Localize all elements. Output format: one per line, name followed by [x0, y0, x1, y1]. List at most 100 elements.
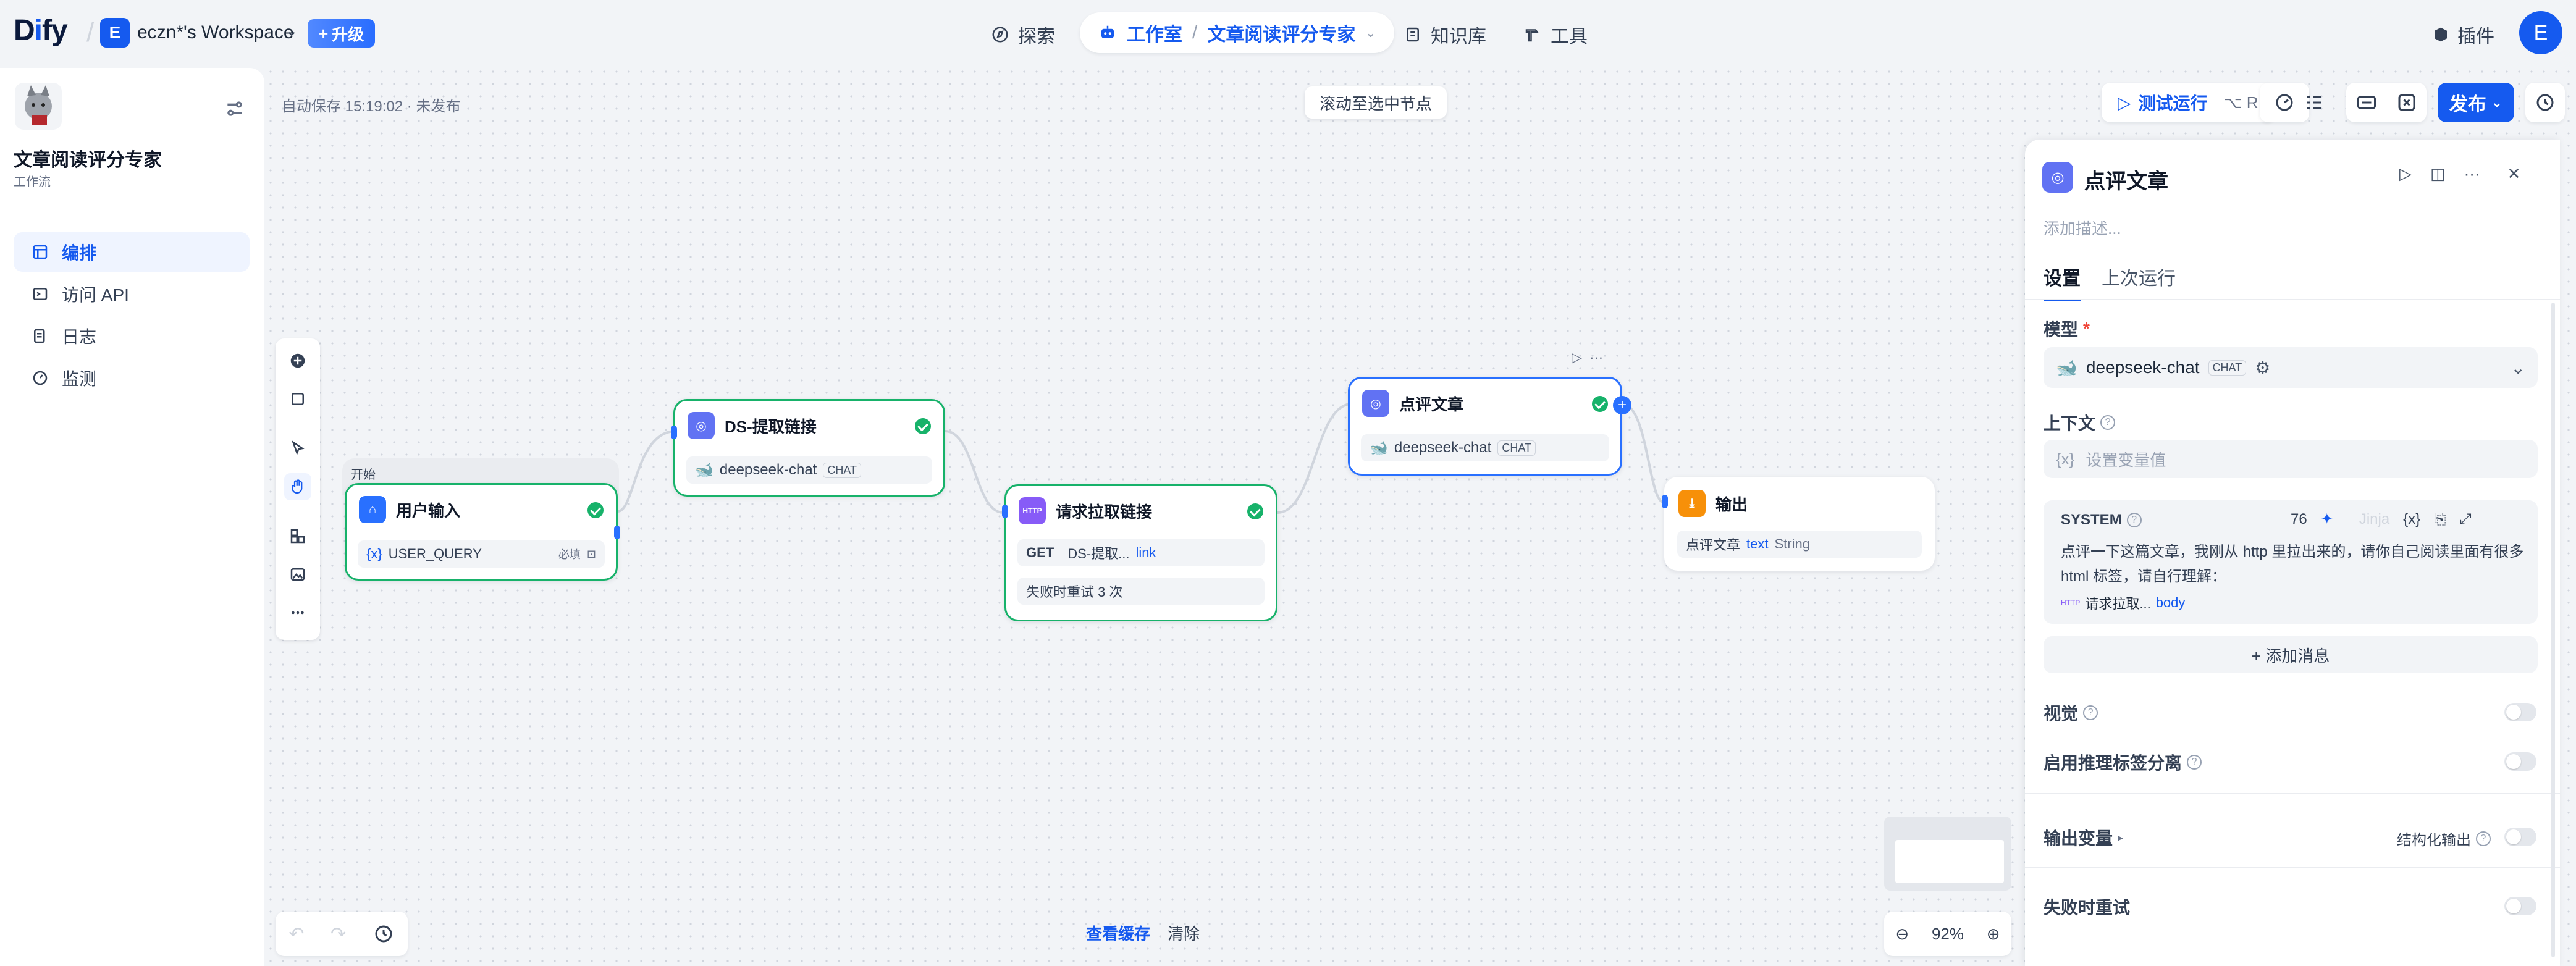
nav-explore[interactable]: 探索	[991, 21, 1055, 48]
app-sidebar: 文章阅读评分专家 工作流 编排 访问 API 日志 监测	[0, 68, 264, 966]
test-run-button[interactable]: ▷ 测试运行 ⌥ R	[2102, 83, 2275, 122]
reasoning-toggle[interactable]	[2504, 752, 2536, 771]
target-handle[interactable]	[1002, 505, 1008, 518]
scroll-to-node-button[interactable]: 滚动至选中节点	[1305, 86, 1447, 119]
system-prompt-text[interactable]: 点评一下这篇文章，我刚从 http 里拉出来的，请你自己阅读里面有很多 html…	[2061, 544, 2524, 585]
vision-toggle[interactable]	[2504, 703, 2536, 721]
node-ds-extract[interactable]: ◎ DS-提取链接 🐋 deepseek-chat CHAT	[671, 399, 945, 497]
settings-sliders-icon[interactable]	[222, 96, 247, 121]
add-note-button[interactable]	[284, 385, 311, 413]
organize-button[interactable]	[284, 523, 311, 550]
sliders-icon[interactable]: ⚙	[2255, 358, 2271, 377]
gauge-icon[interactable]	[2273, 91, 2296, 114]
ellipsis-icon[interactable]: ···	[2464, 164, 2480, 183]
sparkle-icon[interactable]: ✦	[2320, 511, 2333, 527]
context-label: 上下文?	[2044, 410, 2116, 435]
node-user-input[interactable]: ⌂ 用户输入 {x} USER_QUERY 必填 ⊡	[345, 483, 620, 581]
minimap[interactable]	[1884, 817, 2011, 891]
panel-title[interactable]: 点评文章	[2084, 170, 2168, 193]
minimap-viewport[interactable]	[1895, 840, 2004, 883]
jinja-toggle[interactable]: Jinja	[2359, 510, 2390, 527]
zoom-in-icon[interactable]: ⊕	[1986, 924, 2000, 943]
ellipsis-icon[interactable]: ···	[1589, 350, 1604, 365]
success-check-icon	[1247, 503, 1263, 519]
help-icon[interactable]: ?	[2083, 705, 2098, 720]
tab-last-run[interactable]: 上次运行	[2102, 269, 2176, 289]
output-vars-label[interactable]: 输出变量▸	[2044, 825, 2123, 850]
history-button[interactable]	[2525, 83, 2565, 122]
target-handle[interactable]	[671, 426, 677, 439]
sidebar-item-api[interactable]: 访问 API	[14, 274, 250, 314]
target-handle[interactable]	[1662, 495, 1668, 508]
upgrade-button[interactable]: + 升级	[308, 19, 376, 48]
node-review-article[interactable]: ◎ 点评文章 🐋 deepseek-chat CHAT +	[1348, 377, 1631, 476]
add-next-node-button[interactable]: +	[1613, 396, 1631, 414]
export-image-button[interactable]	[284, 561, 311, 588]
checklist-icon[interactable]	[2303, 91, 2325, 114]
nav-tools[interactable]: 工具	[1523, 21, 1588, 48]
play-icon: ▷	[2118, 93, 2131, 112]
help-icon[interactable]: ?	[2126, 513, 2142, 527]
nav-knowledge[interactable]: 知识库	[1404, 21, 1486, 48]
structured-output-toggle[interactable]	[2504, 828, 2536, 846]
hammer-icon	[1525, 29, 1539, 42]
studio-breadcrumb[interactable]: 工作室 / 文章阅读评分专家 ⌄	[1080, 12, 1395, 53]
help-icon[interactable]: ?	[2100, 415, 2116, 430]
workspace-avatar[interactable]: E	[100, 18, 130, 48]
node-http-request[interactable]: HTTP 请求拉取链接 GET DS-提取... link 失败时重试 3 次	[1002, 484, 1277, 621]
sidebar-item-orchestrate[interactable]: 编排	[14, 232, 250, 272]
redo-icon[interactable]: ↷	[330, 923, 347, 944]
history-icon[interactable]	[373, 923, 395, 945]
node-title: 点评文章	[1399, 395, 1464, 414]
add-message-button[interactable]: + 添加消息	[2044, 636, 2538, 673]
system-prompt-editor[interactable]: SYSTEM? 76 ✦ Jinja {x} ⎘ ⤢ 点评一下这篇文章，我刚从 …	[2044, 500, 2538, 624]
expand-icon[interactable]: ⤢	[2459, 510, 2472, 527]
pointer-mode-button[interactable]	[284, 435, 311, 462]
autosave-status: 自动保存 15:19:02 · 未发布	[282, 98, 461, 115]
view-cache-link[interactable]: 查看缓存	[1086, 925, 1151, 943]
node-ref: DS-提取...	[1067, 546, 1130, 561]
divider	[2025, 793, 2560, 794]
book-icon	[1407, 27, 1419, 42]
chevron-down-icon[interactable]: ⌄	[285, 23, 298, 40]
publish-button[interactable]: 发布 ⌄	[2438, 83, 2514, 122]
description-input[interactable]: 添加描述...	[2044, 219, 2121, 238]
split-view-icon[interactable]: ◫	[2430, 164, 2446, 183]
test-run-label: 测试运行	[2138, 94, 2208, 113]
play-icon[interactable]: ▷	[1572, 350, 1582, 365]
context-variable-input[interactable]: {x} 设置变量值	[2044, 440, 2538, 478]
retry-toggle[interactable]	[2504, 897, 2536, 915]
zoom-out-icon[interactable]: ⊖	[1895, 924, 1909, 943]
variable-icon[interactable]: {x}	[2403, 510, 2421, 527]
workspace-name[interactable]: eczn*'s Workspace	[137, 22, 294, 43]
edge-ds-http	[945, 430, 1004, 514]
user-avatar[interactable]: E	[2519, 11, 2562, 54]
play-icon[interactable]: ▷	[2399, 164, 2412, 183]
sidebar-item-logs[interactable]: 日志	[14, 316, 250, 356]
env-icon[interactable]	[2355, 91, 2378, 114]
sidebar-item-monitor[interactable]: 监测	[14, 358, 250, 398]
dify-logo[interactable]: Dify	[14, 14, 68, 47]
help-icon[interactable]: ?	[2187, 755, 2202, 770]
plugins-button[interactable]: 插件	[2431, 21, 2494, 48]
clear-cache-link[interactable]: 清除	[1168, 925, 1200, 943]
deepseek-icon: 🐋	[695, 461, 713, 479]
node-output[interactable]: ⤓ 输出 点评文章 text String	[1662, 477, 1935, 571]
zoom-level[interactable]: 92%	[1931, 924, 1964, 943]
model-selector[interactable]: 🐋 deepseek-chat CHAT ⚙ ⌄	[2044, 347, 2538, 388]
panel-scrollbar[interactable]	[2551, 303, 2555, 957]
close-icon[interactable]: ✕	[2507, 164, 2521, 183]
source-handle[interactable]	[614, 526, 620, 539]
hand-mode-button[interactable]	[284, 473, 311, 500]
help-icon[interactable]: ?	[2476, 831, 2491, 846]
undo-icon[interactable]: ↶	[288, 923, 305, 944]
add-node-button[interactable]	[284, 347, 311, 374]
copy-icon[interactable]: ⎘	[2434, 510, 2446, 527]
node-ref: 点评文章	[1686, 537, 1741, 553]
node-title: 用户输入	[396, 501, 461, 520]
tab-settings[interactable]: 设置	[2044, 263, 2081, 301]
variable-icon[interactable]	[2396, 91, 2418, 114]
sticky-note-icon	[292, 393, 304, 405]
more-button[interactable]	[284, 599, 311, 626]
checklist-group	[2302, 83, 2326, 122]
